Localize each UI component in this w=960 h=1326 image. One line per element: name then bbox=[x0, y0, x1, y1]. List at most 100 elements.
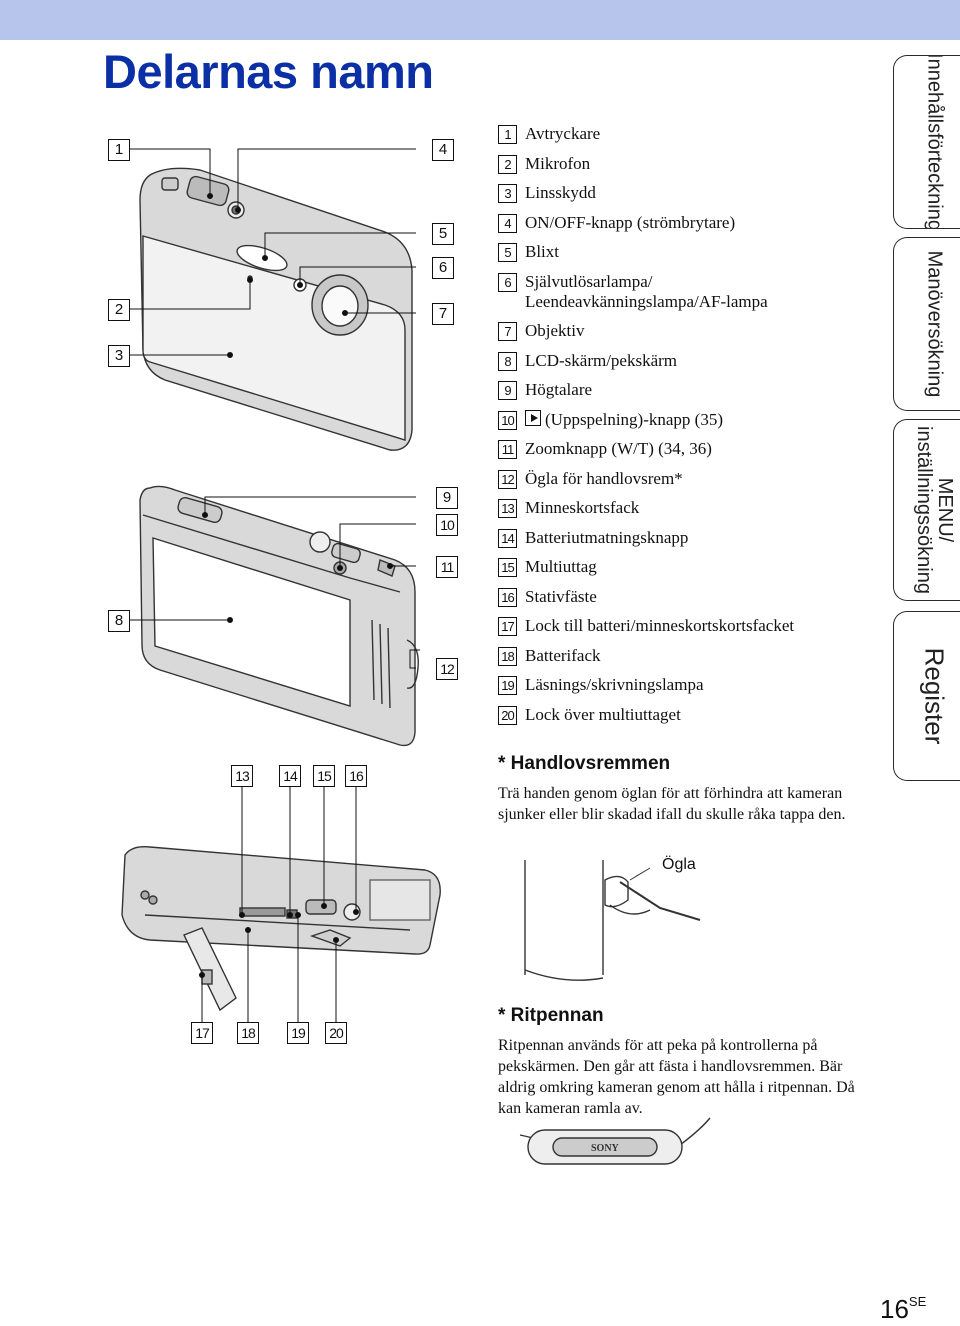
item-number: 15 bbox=[498, 558, 517, 577]
sony-logo: SONY bbox=[591, 1143, 620, 1154]
item-label: Lock till batteri/minneskortskortsfacket bbox=[525, 616, 795, 635]
strap-note-body: Trä handen genom öglan för att förhindra… bbox=[498, 785, 846, 823]
play-icon bbox=[525, 409, 541, 426]
item-label: Minneskortsfack bbox=[525, 498, 640, 517]
page-number-value: 16 bbox=[880, 1294, 909, 1324]
list-item: 10 (Uppspelning)-knapp (35) bbox=[498, 409, 878, 440]
item-number: 6 bbox=[498, 272, 517, 292]
tab-table-of-contents[interactable]: Innehållsförteckning bbox=[893, 55, 960, 229]
item-number: 8 bbox=[498, 351, 517, 371]
tab-index[interactable]: Register bbox=[893, 611, 960, 781]
list-item: 15 Multiuttag bbox=[498, 557, 878, 587]
callout-4: 4 bbox=[432, 139, 454, 161]
item-label: Multiuttag bbox=[525, 557, 597, 576]
callout-11: 11 bbox=[436, 556, 458, 578]
callout-16: 16 bbox=[345, 765, 367, 787]
item-number: 1 bbox=[498, 125, 517, 144]
item-label: Ögla för handlovsrem* bbox=[525, 468, 683, 488]
list-item: 1 Avtryckare bbox=[498, 124, 878, 154]
item-number: 11 bbox=[498, 440, 517, 459]
item-number: 12 bbox=[498, 469, 517, 489]
callout-20: 20 bbox=[325, 1022, 347, 1044]
list-item: 16 Stativfäste bbox=[498, 587, 878, 617]
item-number: 3 bbox=[498, 184, 517, 203]
pen-note-heading: * Ritpennan bbox=[498, 1005, 604, 1026]
camera-bottom-view bbox=[121, 845, 441, 1012]
item-number: 7 bbox=[498, 322, 517, 341]
callout-8: 8 bbox=[108, 610, 130, 632]
list-item: 20 Lock över multiuttaget bbox=[498, 705, 878, 735]
tab-menu-settings-search[interactable]: MENU/ inställningssökning bbox=[893, 419, 960, 601]
item-label: Stativfäste bbox=[525, 586, 597, 606]
callout-15: 15 bbox=[313, 765, 335, 787]
callout-3: 3 bbox=[108, 345, 130, 367]
pen-note-body: Ritpennan används för att peka på kontro… bbox=[498, 1037, 855, 1117]
item-number: 17 bbox=[498, 617, 517, 636]
item-number: 14 bbox=[498, 528, 517, 548]
item-label: Blixt bbox=[525, 242, 560, 261]
top-bar bbox=[0, 0, 960, 40]
list-item: 17 Lock till batteri/minneskortskortsfack… bbox=[498, 616, 878, 646]
callout-19: 19 bbox=[287, 1022, 309, 1044]
callout-6: 6 bbox=[432, 257, 454, 279]
parts-list: 1 Avtryckare 2 Mikrofon 3 Linsskydd 4 ON/OFF… bbox=[498, 124, 878, 734]
callout-1: 1 bbox=[108, 139, 130, 161]
strap-figure bbox=[524, 860, 701, 981]
item-label: Avtryckare bbox=[525, 124, 601, 143]
list-item: 18 Batterifack bbox=[498, 646, 878, 676]
camera-front-view bbox=[139, 167, 413, 451]
item-number: 18 bbox=[498, 646, 517, 666]
item-label: Självutlösarlampa/ Leendeavkänningslampa… bbox=[525, 271, 768, 311]
callout-9: 9 bbox=[436, 487, 458, 509]
item-label: Högtalare bbox=[525, 380, 593, 399]
item-label: Batterifack bbox=[525, 645, 601, 665]
item-number: 13 bbox=[498, 499, 517, 518]
item-label: (Uppspelning)-knapp (35) bbox=[545, 409, 723, 429]
stylus-figure bbox=[519, 1117, 711, 1165]
list-item: 14 Batteriutmatningsknapp bbox=[498, 528, 878, 558]
item-number: 19 bbox=[498, 676, 517, 695]
item-label: LCD-skärm/pekskärm bbox=[525, 350, 678, 370]
item-label: Mikrofon bbox=[525, 153, 591, 173]
page-title: Delarnas namn bbox=[103, 45, 434, 98]
tab-operation-search[interactable]: Manöversökning bbox=[893, 237, 960, 411]
callout-2: 2 bbox=[108, 299, 130, 321]
list-item: 3 Linsskydd bbox=[498, 183, 878, 213]
callout-5: 5 bbox=[432, 223, 454, 245]
list-item: 7 Objektiv bbox=[498, 321, 878, 351]
list-item: 6 Självutlösarlampa/ Leendeavkänningslamp… bbox=[498, 272, 878, 322]
list-item: 11 Zoomknapp (W/T) (34, 36) bbox=[498, 439, 878, 469]
item-number: 9 bbox=[498, 381, 517, 400]
list-item: 9 Högtalare bbox=[498, 380, 878, 410]
list-item: 8 LCD-skärm/pekskärm bbox=[498, 351, 878, 381]
camera-back-view bbox=[139, 485, 419, 747]
callout-17: 17 bbox=[191, 1022, 213, 1044]
item-number: 16 bbox=[498, 587, 517, 607]
strap-note-heading: * Handlovsremmen bbox=[498, 753, 671, 774]
item-label: Batteriutmatningsknapp bbox=[525, 527, 689, 547]
item-label: Lock över multiuttaget bbox=[525, 704, 681, 724]
page-number-suffix: SE bbox=[908, 1294, 927, 1309]
list-item: 2 Mikrofon bbox=[498, 154, 878, 184]
item-number: 20 bbox=[498, 705, 517, 725]
list-item: 12 Ögla för handlovsrem* bbox=[498, 469, 878, 499]
item-label: Zoomknapp (W/T) (34, 36) bbox=[525, 439, 712, 458]
list-item: 4 ON/OFF-knapp (strömbrytare) bbox=[498, 213, 878, 243]
callout-10: 10 bbox=[436, 514, 458, 536]
item-number: 10 bbox=[498, 410, 517, 430]
callout-13: 13 bbox=[231, 765, 253, 787]
item-label: Objektiv bbox=[525, 321, 585, 340]
list-item: 5 Blixt bbox=[498, 242, 878, 272]
callout-12: 12 bbox=[436, 658, 458, 680]
loop-label: Ögla bbox=[662, 856, 696, 873]
item-number: 2 bbox=[498, 154, 517, 174]
callout-7: 7 bbox=[432, 303, 454, 325]
item-label: ON/OFF-knapp (strömbrytare) bbox=[525, 212, 736, 232]
page-number: 16SE bbox=[880, 1294, 926, 1325]
item-label: Linsskydd bbox=[525, 183, 596, 202]
item-number: 5 bbox=[498, 243, 517, 262]
item-number: 4 bbox=[498, 213, 517, 233]
callout-18: 18 bbox=[237, 1022, 259, 1044]
